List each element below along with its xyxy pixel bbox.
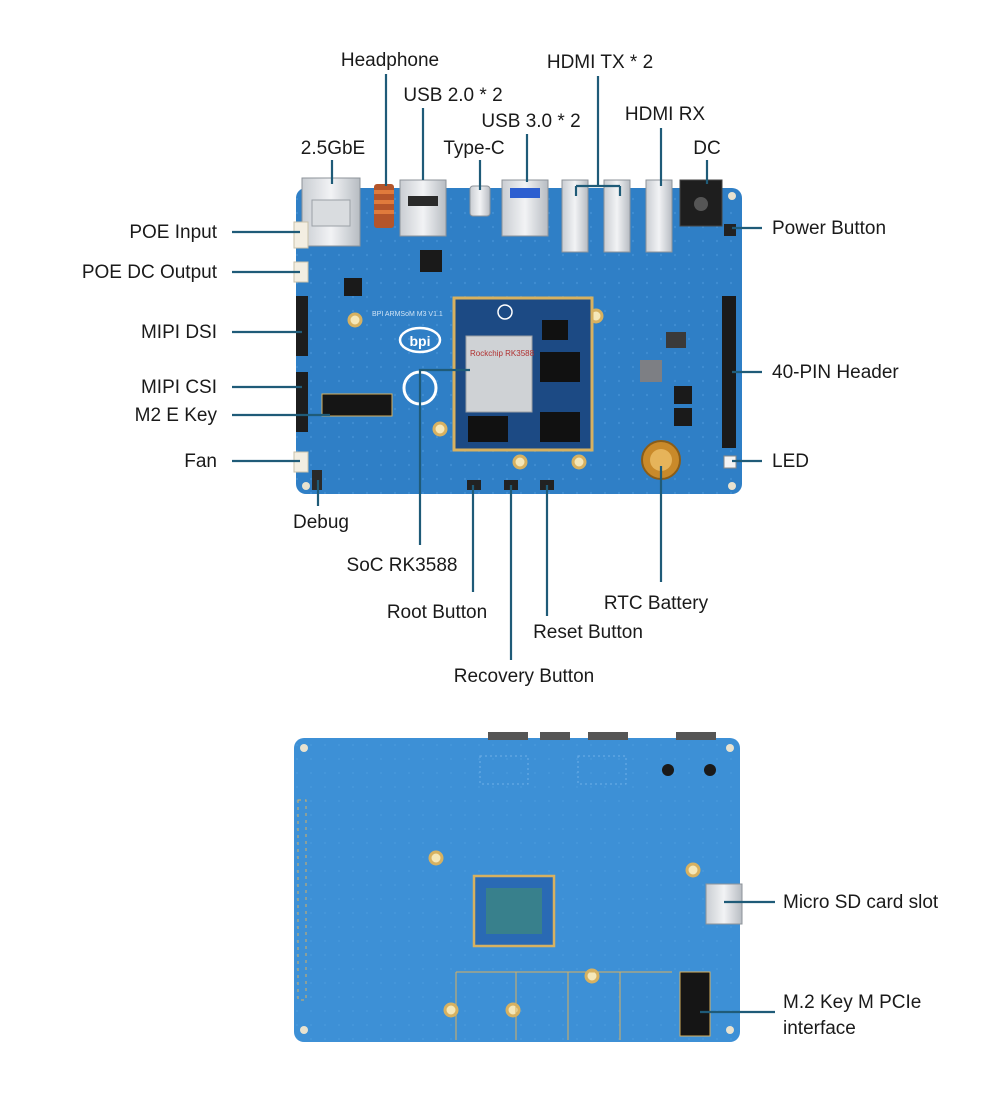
label-usb2: USB 2.0 * 2 [403,85,502,106]
label-recovery-button: Recovery Button [454,666,594,687]
label-dc: DC [693,138,720,159]
board-silkscreen: BPI ARMSoM M3 V1.1 [372,311,443,318]
memory-chip [468,416,508,442]
mounting-hole [428,850,444,866]
poe-input-connector [293,221,309,249]
leader-lines [232,74,775,1014]
headphone-jack [374,184,394,228]
mounting-hole [347,312,363,328]
label-reset-button: Reset Button [533,622,643,643]
mounting-hole [505,1002,521,1018]
label-usb3: USB 3.0 * 2 [481,111,580,132]
label-hdmi-rx: HDMI RX [625,104,706,125]
type-c-port [469,185,491,217]
label-power-button: Power Button [772,218,886,239]
m2-key-m-slot [679,971,711,1037]
label-2-5gbe: 2.5GbE [301,138,365,159]
label-soc: SoC RK3588 [347,555,458,576]
label-poe-dc-output: POE DC Output [82,262,218,283]
mounting-hole [584,968,600,984]
label-root-button: Root Button [387,602,487,623]
power-button-part [724,224,736,236]
label-debug: Debug [293,512,349,533]
label-type-c: Type-C [443,138,504,159]
memory-chip [540,352,580,382]
hdmi-tx-port [603,179,631,253]
label-40-pin-header: 40-PIN Header [772,362,899,383]
mipi-dsi-connector [296,296,308,356]
40-pin-header [722,296,736,448]
label-m2-key-m-line1: M.2 Key M PCIe [783,992,921,1013]
memory-chip [540,412,580,442]
hdmi-rx-port [645,179,673,253]
mipi-csi-connector [296,372,308,432]
label-m2-e-key: M2 E Key [135,405,218,426]
label-rtc-battery: RTC Battery [604,593,709,614]
label-fan: Fan [184,451,217,472]
labels: Headphone USB 2.0 * 2 HDMI TX * 2 USB 3.… [82,50,939,1039]
mounting-hole [512,454,528,470]
label-led: LED [772,451,809,472]
label-mipi-dsi: MIPI DSI [141,322,217,343]
mounting-hole [571,454,587,470]
bpi-logo [398,326,442,354]
soc-chip [465,335,533,413]
label-headphone: Headphone [341,50,439,71]
leader-soc [418,368,470,545]
bottom-board-photo [294,732,743,1042]
usb2-port [399,179,447,237]
mounting-hole [432,421,448,437]
top-board-photo: bpi BPI ARMSoM M3 V1.1 Rockchip RK3588 [293,177,742,494]
mounting-hole [443,1002,459,1018]
label-mipi-csi: MIPI CSI [141,377,217,398]
bpi-logo-text: bpi [410,333,431,349]
label-micro-sd: Micro SD card slot [783,892,939,913]
soc-chip-text: Rockchip RK3588 [470,349,535,358]
label-hdmi-tx: HDMI TX * 2 [547,52,653,73]
label-poe-input: POE Input [129,222,217,243]
m2-e-key-slot [321,393,393,417]
leader-hdmi-tx [576,76,620,188]
label-m2-key-m-line2: interface [783,1018,856,1039]
mounting-hole [685,862,701,878]
micro-sd-slot [705,883,743,925]
